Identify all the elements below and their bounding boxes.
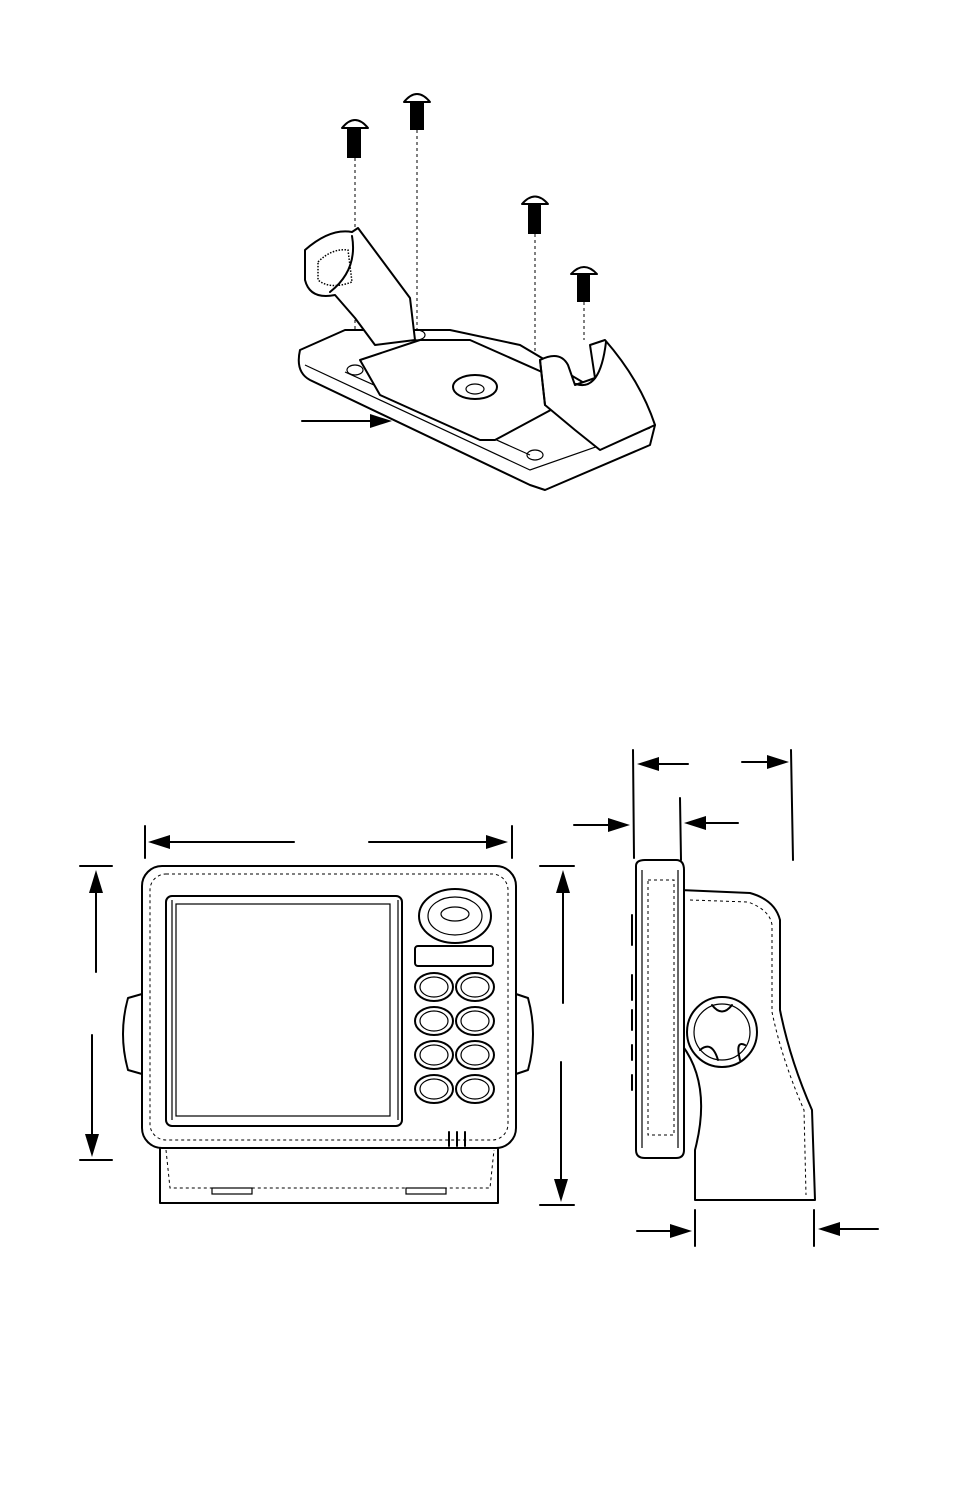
unit-side-view [574, 750, 878, 1246]
side-gimbal-knob [687, 997, 757, 1067]
keypad-button [415, 1041, 453, 1069]
gimbal-bracket [299, 228, 655, 490]
dimension-extension-line [633, 750, 634, 858]
right-gimbal-knob [516, 994, 533, 1074]
mounting-screw [522, 197, 548, 235]
case-thickness-arrow [574, 816, 738, 832]
bracket-assembly [299, 94, 655, 490]
height-dimension-arrow [85, 870, 103, 1157]
overall-height-dimension-arrow [554, 870, 570, 1202]
dimension-extension-line [791, 750, 793, 860]
unit-front-view [80, 826, 574, 1205]
dial-button [419, 889, 491, 943]
base-depth-arrow [637, 1222, 878, 1238]
mounting-screw [342, 120, 368, 158]
bracket-pointer-arrow [302, 414, 392, 428]
keypad-button [415, 973, 453, 1001]
left-gimbal-knob [123, 994, 142, 1074]
unit-display-screen [166, 896, 402, 1126]
keypad-button [456, 973, 494, 1001]
mounting-screw [571, 267, 597, 302]
keypad-button [456, 1041, 494, 1069]
keypad-button [415, 1007, 453, 1035]
dimension-extension-line [680, 798, 681, 860]
side-unit-case [636, 860, 684, 1158]
width-dimension-arrow [148, 835, 508, 849]
mounting-screw [404, 94, 430, 130]
keypad-button [415, 1075, 453, 1103]
unit-bracket-stand [160, 1145, 498, 1203]
depth-dimension-arrow [637, 755, 789, 771]
keypad-button [456, 1075, 494, 1103]
unit-label-bar [415, 946, 493, 966]
keypad-button [456, 1007, 494, 1035]
